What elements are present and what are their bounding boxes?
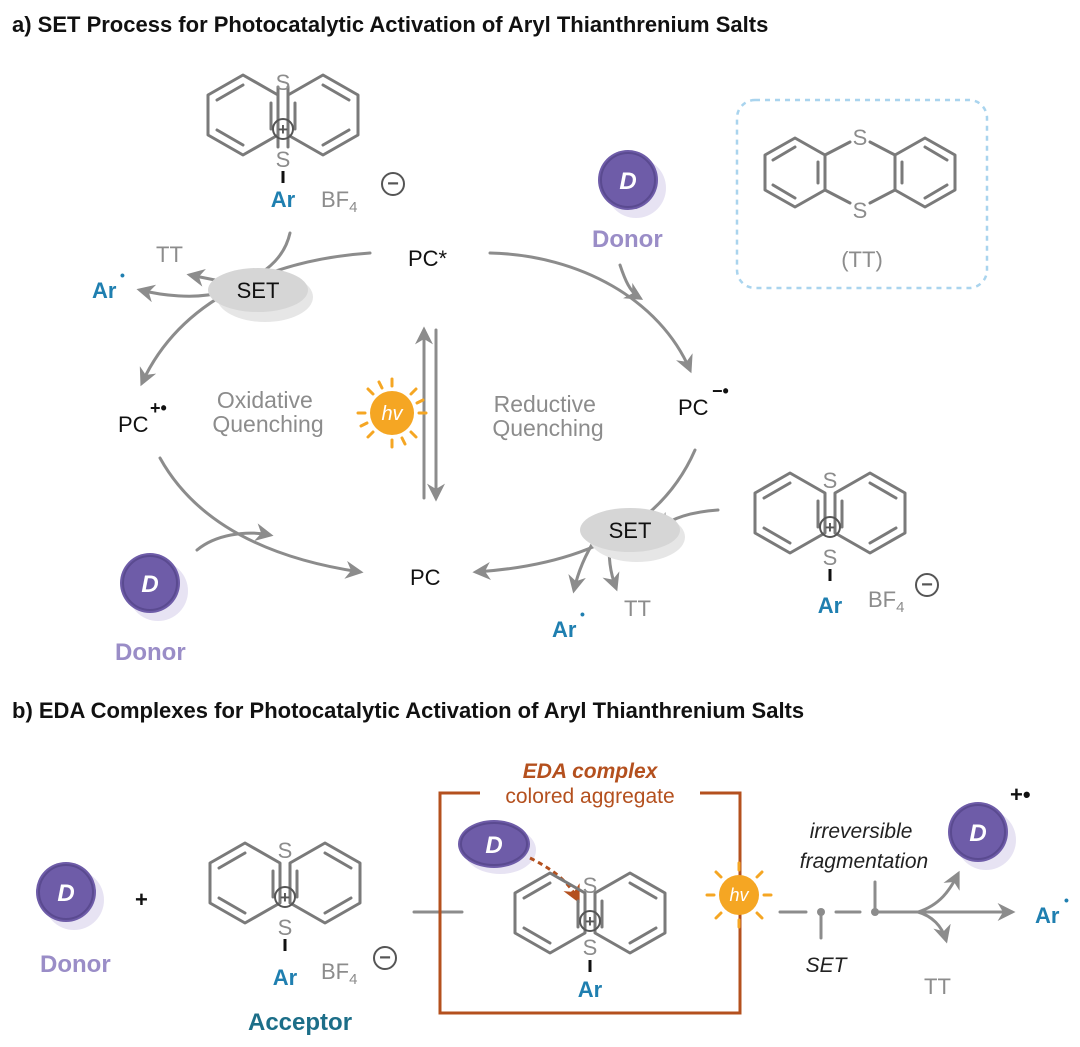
sulfur-atom: S bbox=[853, 198, 868, 223]
light-sun-icon: hv bbox=[705, 861, 773, 929]
plus-charge: + bbox=[280, 888, 290, 907]
sulfur-atom: S bbox=[853, 125, 868, 150]
eda-complex-title: EDA complex bbox=[523, 760, 659, 783]
pc-excited-label: PC* bbox=[408, 246, 448, 271]
pc-radical-cation-sup: +• bbox=[150, 398, 167, 418]
aryl-thianthrenium-salt: S S + Ar BF4 − bbox=[753, 468, 939, 618]
counterion: BF4 bbox=[321, 959, 357, 988]
minus-charge: − bbox=[387, 173, 399, 195]
aryl-radical-label: Ar bbox=[552, 617, 577, 642]
sulfur-atom: S bbox=[278, 838, 293, 863]
donor-letter: D bbox=[57, 880, 74, 907]
aryl-group: Ar bbox=[578, 977, 603, 1002]
eda-thianthrenium: S S + Ar bbox=[513, 871, 667, 1002]
donor-icon: D bbox=[458, 820, 536, 874]
sulfur-atom: S bbox=[276, 70, 291, 95]
hv-label: hv bbox=[729, 885, 749, 905]
tt-product-label: TT bbox=[924, 974, 951, 999]
radical-dot: • bbox=[120, 267, 125, 283]
donor-label: Donor bbox=[592, 226, 663, 253]
light-sun-icon: hv bbox=[356, 377, 428, 449]
donor-letter: D bbox=[141, 571, 158, 598]
tt-product-label: TT bbox=[156, 242, 183, 267]
pc-ground-label: PC bbox=[410, 565, 441, 590]
set-label: SET bbox=[609, 518, 652, 543]
donor-icon: D bbox=[36, 862, 104, 930]
donor-icon: D bbox=[598, 150, 666, 218]
hv-label: hv bbox=[381, 403, 403, 425]
thianthrene-box bbox=[735, 98, 989, 290]
acceptor-label: Acceptor bbox=[248, 1009, 352, 1036]
set-label: SET bbox=[237, 278, 280, 303]
set-oval-top: SET bbox=[208, 268, 313, 322]
aryl-group: Ar bbox=[273, 965, 298, 990]
aryl-thianthrenium-salt: S S + Ar BF4 − bbox=[206, 70, 405, 216]
charge-transfer-arrow bbox=[529, 856, 580, 904]
sulfur-atom: S bbox=[583, 935, 598, 960]
pc-radical-anion-label: PC bbox=[678, 395, 709, 420]
donor-letter: D bbox=[485, 832, 502, 859]
plus-sign: + bbox=[135, 887, 148, 912]
plus-charge: + bbox=[278, 120, 288, 139]
oxidative-quenching-label: Oxidative Quenching bbox=[212, 387, 323, 437]
aryl-radical-label: Ar bbox=[92, 278, 117, 303]
fragmentation-pathway bbox=[778, 870, 1016, 944]
sulfur-atom: S bbox=[278, 915, 293, 940]
panel-a-title: a) SET Process for Photocatalytic Activa… bbox=[12, 12, 768, 37]
aryl-group: Ar bbox=[818, 593, 843, 618]
set-label: SET bbox=[806, 954, 849, 977]
minus-charge: − bbox=[921, 574, 933, 596]
plus-charge: + bbox=[585, 912, 595, 931]
reductive-quenching-label: Reductive Quenching bbox=[492, 391, 603, 441]
pc-radical-cation-label: PC bbox=[118, 412, 149, 437]
tt-product-label: TT bbox=[624, 596, 651, 621]
sulfur-atom: S bbox=[583, 873, 598, 898]
thianthrene-structure: S S bbox=[763, 125, 957, 223]
radical-dot: • bbox=[1064, 892, 1069, 908]
donor-icon: D bbox=[120, 553, 188, 621]
irreversible-fragmentation-label: irreversible fragmentation bbox=[800, 820, 928, 873]
pc-radical-anion-sup: −• bbox=[712, 381, 729, 401]
sulfur-atom: S bbox=[823, 545, 838, 570]
counterion: BF4 bbox=[321, 187, 357, 216]
panel-b-title: b) EDA Complexes for Photocatalytic Acti… bbox=[12, 698, 804, 723]
set-oval-bottom: SET bbox=[580, 508, 685, 562]
minus-charge: − bbox=[379, 947, 391, 969]
donor-label: Donor bbox=[115, 639, 186, 666]
counterion: BF4 bbox=[868, 587, 904, 616]
aryl-radical-label: Ar bbox=[1035, 903, 1060, 928]
radical-cation-charge: +• bbox=[1010, 782, 1031, 807]
radical-dot: • bbox=[580, 606, 585, 622]
acceptor-thianthrenium-salt: S S + Ar BF4 − bbox=[208, 838, 397, 990]
plus-charge: + bbox=[825, 518, 835, 537]
aryl-group: Ar bbox=[271, 187, 296, 212]
donor-radical-cation-icon: D bbox=[948, 802, 1016, 870]
sulfur-atom: S bbox=[823, 468, 838, 493]
eda-complex-subtitle: colored aggregate bbox=[505, 785, 674, 808]
sulfur-atom: S bbox=[276, 147, 291, 172]
donor-letter: D bbox=[969, 820, 986, 847]
donor-label: Donor bbox=[40, 951, 111, 978]
thianthrene-label: (TT) bbox=[841, 247, 883, 272]
donor-letter: D bbox=[619, 168, 636, 195]
eda-bracket bbox=[438, 791, 742, 1015]
